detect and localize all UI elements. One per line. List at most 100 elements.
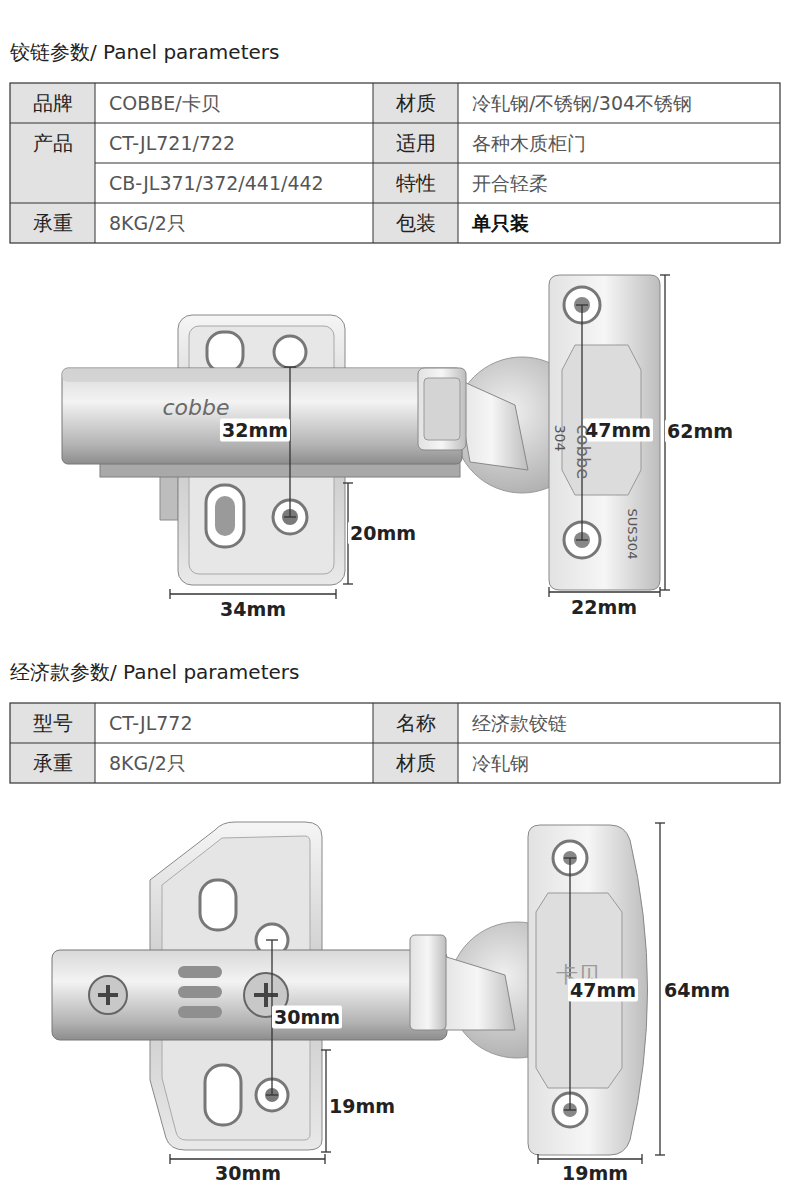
rect-part	[178, 986, 222, 998]
rect-part	[10, 83, 780, 243]
table-value-cell: CT-JL772	[95, 703, 373, 743]
line-part	[169, 1154, 170, 1164]
table-header-cell: 材质	[373, 743, 458, 783]
table-header-cell: 特性	[373, 163, 458, 203]
table-value-cell: 8KG/2只	[95, 743, 373, 783]
line-part	[549, 591, 660, 592]
dimension-label: 32mm	[220, 419, 290, 442]
line-part	[266, 1094, 278, 1095]
table-value-cell: 冷轧钢/不锈钢/304不锈钢	[458, 83, 780, 123]
circle-part	[89, 976, 127, 1014]
marking-text: cobbe	[572, 425, 594, 480]
line-part	[641, 1154, 642, 1164]
line-part	[659, 587, 660, 597]
path-part	[440, 955, 515, 1030]
dimension-label: 47mm	[568, 979, 638, 1002]
line-part	[284, 516, 296, 517]
rect-part	[205, 1065, 241, 1125]
table-value-cell: CB-JL371/372/441/442	[95, 163, 373, 203]
table-value-cell: COBBE/卡贝	[95, 83, 373, 123]
line-part	[564, 857, 576, 858]
rect-part	[418, 368, 466, 450]
line-part	[10, 743, 780, 744]
circle-part	[274, 336, 306, 368]
table-value-cell: 经济款铰链	[458, 703, 780, 743]
line-part	[170, 593, 336, 594]
marking-text: cobbe	[162, 395, 229, 421]
dimension-label: 19mm	[560, 1162, 630, 1185]
rect-part	[10, 703, 780, 783]
dimension-label: 19mm	[327, 1095, 397, 1118]
table-header-cell: 名称	[373, 703, 458, 743]
line-part	[10, 123, 780, 124]
rect-part	[178, 966, 222, 978]
table-header-cell: 承重	[10, 203, 95, 243]
rect-part	[10, 83, 95, 243]
line-part	[335, 589, 336, 599]
dimension-lines	[170, 823, 665, 1164]
hinge-drawing	[52, 822, 648, 1155]
table-header-cell: 包装	[373, 203, 458, 243]
line-part	[343, 482, 353, 483]
line-part	[343, 583, 353, 584]
line-part	[659, 823, 660, 1155]
marking-text: 304	[552, 425, 569, 452]
line-part	[537, 1154, 538, 1164]
table-value-cell: CT-JL721/722	[95, 123, 373, 163]
table-value-cell: 8KG/2只	[95, 203, 373, 243]
table-value-cell: 各种木质柜门	[458, 123, 780, 163]
line-part	[95, 703, 96, 783]
line-part	[169, 589, 170, 599]
dimension-label: 64mm	[662, 979, 732, 1002]
line-part	[564, 1109, 576, 1110]
rect-part	[200, 880, 236, 930]
parameter-table	[10, 703, 780, 783]
line-part	[458, 703, 459, 783]
line-part	[660, 589, 670, 590]
path-part	[528, 825, 648, 1155]
line-part	[548, 587, 549, 597]
path-part	[98, 985, 118, 1005]
line-part	[321, 1151, 331, 1152]
line-part	[321, 1049, 331, 1050]
line-part	[576, 539, 588, 540]
rect-part	[215, 496, 235, 536]
rect-part	[62, 368, 462, 382]
section-heading: 铰链参数/ Panel parameters	[10, 40, 279, 64]
rect-part	[62, 368, 462, 464]
line-part	[373, 83, 374, 243]
dimension-label: 34mm	[218, 598, 288, 621]
dimension-label: 20mm	[348, 522, 418, 545]
dimension-lines	[170, 275, 670, 599]
table-header-cell: 型号	[10, 703, 95, 743]
dimension-label: 22mm	[569, 596, 639, 619]
table-header-cell: 品牌	[10, 83, 95, 123]
table-value-cell: 冷轧钢	[458, 743, 780, 783]
rect-part	[410, 935, 446, 1030]
dimension-label: 30mm	[213, 1162, 283, 1185]
path-part	[254, 983, 278, 1007]
section-heading: 经济款参数/ Panel parameters	[10, 660, 299, 684]
rect-part	[207, 332, 243, 372]
table-header-cell: 适用	[373, 123, 458, 163]
line-part	[95, 163, 780, 164]
line-part	[284, 366, 296, 367]
path-part	[549, 275, 660, 590]
table-value-cell: 开合轻柔	[458, 163, 780, 203]
line-part	[655, 1154, 665, 1155]
line-part	[655, 822, 665, 823]
line-part	[660, 274, 670, 275]
line-part	[373, 703, 374, 783]
rect-part	[206, 485, 244, 547]
line-part	[10, 203, 780, 204]
line-part	[289, 367, 290, 517]
rect-part	[178, 1006, 222, 1018]
rect-part	[52, 950, 447, 1040]
rect-part	[424, 378, 460, 440]
line-part	[458, 83, 459, 243]
hinge-drawing	[62, 275, 660, 590]
marking-text: SUS304	[624, 509, 640, 560]
line-part	[170, 1158, 325, 1159]
